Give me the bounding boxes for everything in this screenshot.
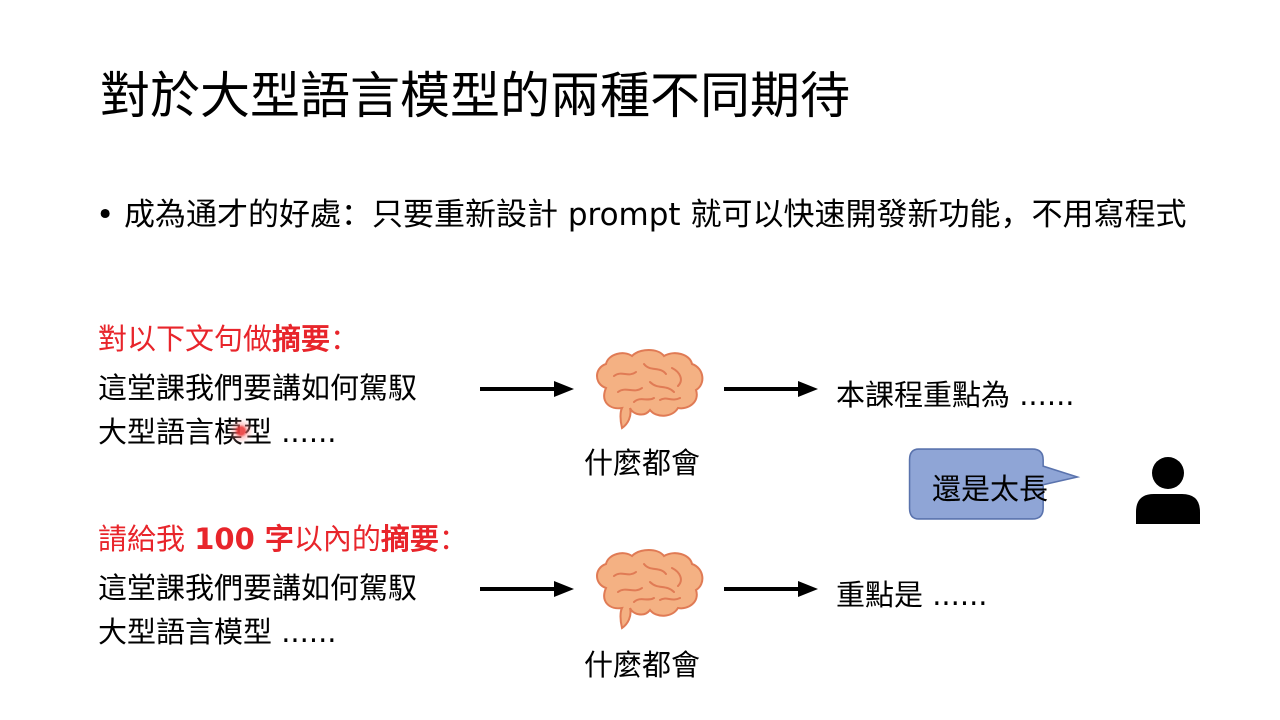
example1-label: 對以下文句做摘要： [98,322,360,356]
example2-input-line1: 這堂課我們要講如何駕馭 [98,571,418,605]
bullet-marker: • [96,197,115,233]
example2-brain-caption: 什麼都會 [584,648,701,682]
feedback-bubble-text: 還是太長 [932,472,1049,506]
example1-output: 本課程重點為 ...... [836,378,1075,412]
bullet-text: 成為通才的好處：只要重新設計 prompt 就可以快速開發新功能，不用寫程式 [124,197,1187,233]
example2-output: 重點是 ...... [836,578,988,612]
arrow-right-icon [724,381,818,397]
example2-input: 這堂課我們要講如何駕馭 大型語言模型 ...... [98,566,417,654]
example1-input: 這堂課我們要講如何駕馭 大型語言模型 ...... [98,366,417,454]
arrow-right-icon [480,381,574,397]
example2-label: 請給我 100 字以內的摘要： [98,522,468,556]
slide-title: 對於大型語言模型的兩種不同期待 [100,67,850,125]
brain-icon [596,549,704,630]
arrow-right-icon [480,581,574,597]
person-icon [1136,457,1200,524]
speech-bubble-icon [908,448,1081,520]
example2-label-bold: 摘要 [380,522,439,556]
example2-label-bold-count: 100 字 [194,522,294,556]
example1-brain-caption: 什麼都會 [584,446,701,480]
laser-pointer [228,418,254,444]
example2-input-line2: 大型語言模型 ...... [98,615,337,649]
brain-icon [596,349,704,430]
example1-label-bold: 摘要 [272,322,331,356]
bullet-point: • 成為通才的好處：只要重新設計 prompt 就可以快速開發新功能，不用寫程式 [96,196,1226,234]
arrow-right-icon [724,581,818,597]
example1-input-line2: 大型語言模型 ...... [98,415,337,449]
example1-input-line1: 這堂課我們要講如何駕馭 [98,371,418,405]
